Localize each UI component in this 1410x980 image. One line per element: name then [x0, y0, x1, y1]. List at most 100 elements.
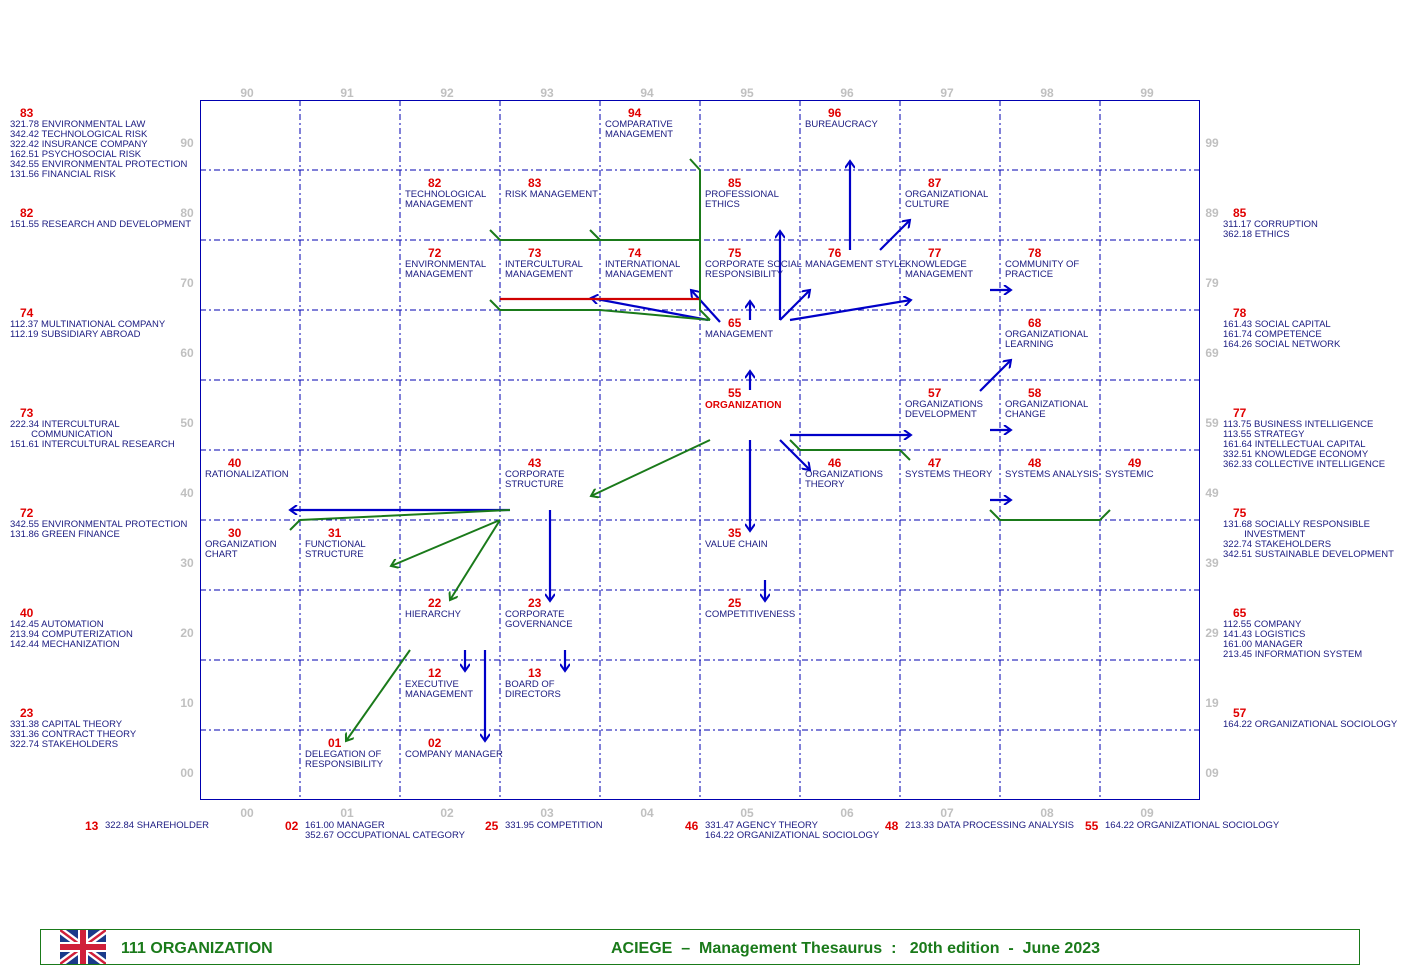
- ref-code: 77: [1233, 406, 1247, 420]
- arrow-green: [591, 439, 711, 496]
- arrow-green: [589, 229, 601, 241]
- node-code: 01: [328, 736, 342, 750]
- ref-item: 112.55 COMPANY: [1223, 619, 1302, 630]
- ref-items: 331.95 COMPETITION: [505, 821, 603, 831]
- arrow-blue: [789, 300, 911, 322]
- node-code: 13: [528, 666, 542, 680]
- top-tick: 95: [740, 86, 754, 100]
- ref-item: 131.86 GREEN FINANCE: [10, 529, 120, 540]
- ref-code: 75: [1233, 506, 1247, 520]
- node-label: ORGANIZATION CHART: [205, 539, 277, 560]
- node-code: 78: [1028, 246, 1042, 260]
- node-code: 55: [728, 386, 742, 400]
- node-label: RISK MANAGEMENT: [505, 189, 598, 200]
- ref-code: 73: [20, 406, 34, 420]
- node-label: COMPETITIVENESS: [705, 609, 796, 620]
- left-tick: 30: [180, 556, 194, 570]
- ref-code: 85: [1233, 206, 1247, 220]
- node-code: 82: [428, 176, 442, 190]
- node-label: SYSTEMIC: [1105, 469, 1154, 480]
- node-label: ORGANIZATIONS DEVELOPMENT: [905, 399, 983, 420]
- ref-item: 362.33 COLLECTIVE INTELLIGENCE: [1223, 459, 1386, 470]
- ref-code: 57: [1233, 706, 1247, 720]
- ref-item: 322.74 STAKEHOLDERS: [1223, 539, 1332, 550]
- bottom-tick: 01: [340, 806, 354, 820]
- bottom-tick: 07: [940, 806, 954, 820]
- node-label: COMPANY MANAGER: [405, 749, 503, 760]
- node-code: 22: [428, 596, 442, 610]
- node-label: ORGANIZATIONAL CULTURE: [905, 189, 989, 210]
- node-label: COMPARATIVE MANAGEMENT: [605, 119, 674, 140]
- ref-item: 131.68 SOCIALLY RESPONSIBLE INVESTMENT: [1223, 519, 1370, 540]
- node-code: 77: [928, 246, 942, 260]
- node-code: 40: [228, 456, 242, 470]
- arrow-blue: [779, 290, 810, 321]
- arrow-blue: [591, 298, 709, 322]
- node-code: 02: [428, 736, 442, 750]
- ref-item: 161.43 SOCIAL CAPITAL: [1223, 319, 1331, 330]
- node-label: ORGANIZATIONAL LEARNING: [1005, 329, 1089, 350]
- node-code: 49: [1128, 456, 1142, 470]
- top-tick: 92: [440, 86, 454, 100]
- ref-item: 141.43 LOGISTICS: [1223, 629, 1306, 640]
- arrow-blue: [779, 439, 810, 470]
- node-label: VALUE CHAIN: [705, 539, 768, 550]
- bottom-tick: 03: [540, 806, 554, 820]
- left-tick: 10: [180, 696, 194, 710]
- arrow-green: [489, 299, 711, 321]
- ref-items: 164.22 ORGANIZATIONAL SOCIOLOGY: [1105, 821, 1279, 831]
- ref-item: 113.55 STRATEGY: [1223, 429, 1305, 440]
- arrow-green: [346, 649, 411, 741]
- ref-item: 362.18 ETHICS: [1223, 229, 1290, 240]
- bottom-tick: 04: [640, 806, 654, 820]
- left-tick: 40: [180, 486, 194, 500]
- node-label: HIERARCHY: [405, 609, 461, 620]
- left-tick: 00: [180, 766, 194, 780]
- footer-bar: 111 ORGANIZATION ACIEGE – Management The…: [40, 929, 1360, 965]
- top-tick: 98: [1040, 86, 1054, 100]
- footer-edition: ACIEGE – Management Thesaurus : 20th edi…: [611, 940, 1101, 957]
- node-label: ORGANIZATIONS THEORY: [805, 469, 883, 490]
- ref-item: 142.44 MECHANIZATION: [10, 639, 120, 650]
- node-label: SYSTEMS ANALYSIS: [1005, 469, 1099, 480]
- ref-code: 65: [1233, 606, 1247, 620]
- ref-code: 72: [20, 506, 34, 520]
- node-code: 25: [728, 596, 742, 610]
- ref-item: 164.26 SOCIAL NETWORK: [1223, 339, 1341, 350]
- ref-item: 112.37 MULTINATIONAL COMPANY: [10, 319, 166, 330]
- ref-item: 213.33 DATA PROCESSING ANALYSIS: [905, 820, 1074, 831]
- node-code: 35: [728, 526, 742, 540]
- node-label: INTERCULTURAL MANAGEMENT: [505, 259, 583, 280]
- ref-item: 311.17 CORRUPTION: [1223, 219, 1318, 230]
- top-tick: 99: [1140, 86, 1154, 100]
- node-code: 72: [428, 246, 442, 260]
- ref-item: 342.55 ENVIRONMENTAL PROTECTION: [10, 519, 188, 530]
- node-label: ORGANIZATIONAL CHANGE: [1005, 399, 1089, 420]
- ref-item: 331.36 CONTRACT THEORY: [10, 729, 137, 740]
- node-label: KNOWLEDGE MANAGEMENT: [905, 259, 974, 280]
- ref-code: 74: [20, 306, 34, 320]
- left-tick: 50: [180, 416, 194, 430]
- top-tick: 97: [940, 86, 954, 100]
- footer-title: 111 ORGANIZATION: [121, 940, 273, 957]
- node-label: EXECUTIVE MANAGEMENT: [405, 679, 474, 700]
- node-label: ORGANIZATION: [705, 400, 782, 411]
- node-label: MANAGEMENT: [705, 329, 774, 340]
- ref-item: 162.51 PSYCHOSOCIAL RISK: [10, 149, 142, 160]
- node-code: 65: [728, 316, 742, 330]
- right-tick: 59: [1205, 416, 1219, 430]
- ref-item: 331.47 AGENCY THEORY: [705, 820, 819, 831]
- right-tick: 49: [1205, 486, 1219, 500]
- node-code: 43: [528, 456, 542, 470]
- ref-item: 342.51 SUSTAINABLE DEVELOPMENT: [1223, 549, 1394, 560]
- node-code: 76: [828, 246, 842, 260]
- ref-item: 332.51 KNOWLEDGE ECONOMY: [1223, 449, 1369, 460]
